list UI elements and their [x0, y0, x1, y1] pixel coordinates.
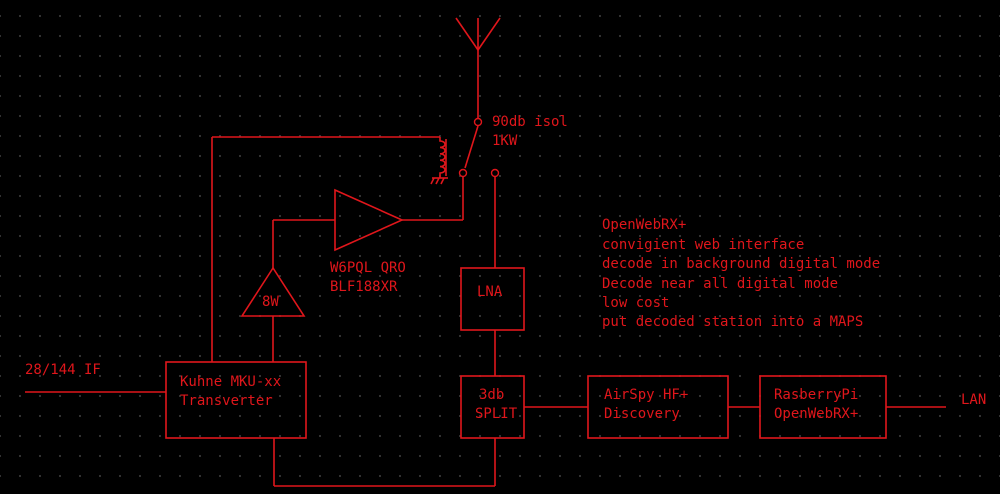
driver-label: 8W — [262, 294, 279, 310]
transverter-block — [165, 361, 307, 439]
note-line: Decode near all digital mode — [602, 276, 838, 292]
antenna-symbol — [455, 17, 501, 118]
relay-coil-symbol — [211, 136, 448, 362]
isolation-label: 90db isol — [492, 114, 568, 130]
if-label: 28/144 IF — [25, 362, 101, 378]
power-rating-label: 1KW — [492, 133, 518, 149]
note-line: OpenWebRX+ — [602, 217, 686, 233]
lan-label: LAN — [961, 392, 986, 408]
splitter-label-2: SPLIT — [475, 406, 518, 422]
splitter-label-1: 3db — [479, 387, 504, 403]
computer-label-2: OpenWebRX+ — [774, 406, 858, 422]
sdr-label-1: AirSpy HF+ — [604, 387, 688, 403]
lna-block — [460, 267, 525, 331]
antenna-switch — [458, 117, 500, 178]
power-amplifier-symbol — [272, 177, 464, 268]
note-line: decode in background digital mode — [602, 256, 880, 272]
note-line: put decoded station into a MAPS — [602, 314, 863, 330]
lna-label: LNA — [477, 284, 503, 300]
amplifier-label-2: BLF188XR — [330, 279, 398, 295]
computer-label-1: RasberryPi — [774, 387, 858, 403]
sdr-label-2: Discovery — [604, 406, 680, 422]
transverter-label-1: Kuhne MKU-xx — [180, 374, 281, 390]
amplifier-label-1: W6PQL QRO — [330, 260, 406, 276]
driver-amplifier-symbol — [240, 266, 306, 362]
notes-block: OpenWebRX+ convigient web interface deco… — [602, 217, 880, 330]
note-line: convigient web interface — [602, 237, 804, 253]
note-line: low cost — [602, 295, 669, 311]
transverter-label-2: Transverter — [180, 393, 273, 409]
